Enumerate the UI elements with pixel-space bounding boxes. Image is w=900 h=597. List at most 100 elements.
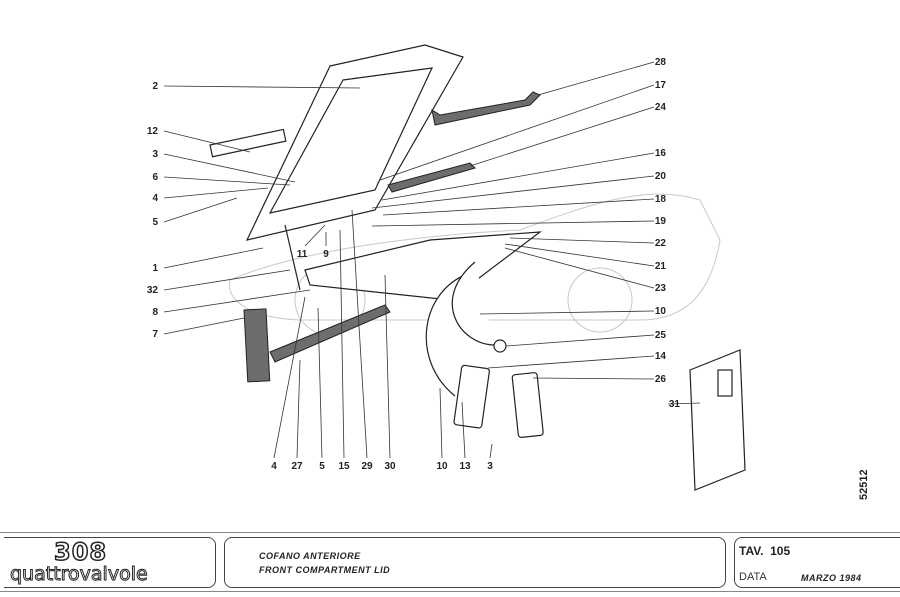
leader-line — [339, 229, 345, 459]
callout-11: 11 — [297, 249, 308, 260]
seal-28 — [431, 91, 541, 126]
callout-32: 32 — [147, 285, 159, 296]
foam-strip-27 — [269, 304, 391, 363]
callout-25: 25 — [655, 330, 667, 341]
leader-line — [439, 387, 443, 459]
callout-24: 24 — [655, 102, 667, 113]
front-lid-frame — [245, 44, 464, 241]
logo-block: 308 quattrovalvole — [4, 537, 216, 588]
leader-line — [163, 176, 291, 186]
callout-7: 7 — [152, 329, 158, 340]
leader-line — [461, 401, 466, 459]
leader-line — [469, 106, 655, 167]
cable-25 — [451, 261, 496, 346]
table-info-block: TAV. 105 DATA MARZO 1984 — [734, 537, 900, 588]
leader-line — [371, 175, 655, 209]
callout-3: 3 — [152, 149, 158, 160]
callout-20: 20 — [655, 171, 667, 182]
leader-line — [273, 296, 306, 459]
leader-line — [379, 84, 655, 181]
leader-line — [504, 247, 655, 289]
logo-name: quattrovalvole — [10, 563, 149, 586]
leader-line — [163, 85, 361, 89]
leader-line — [537, 61, 655, 96]
title-block: COFANO ANTERIORE FRONT COMPARTMENT LID — [224, 537, 726, 588]
leader-line — [505, 334, 655, 347]
callout-16: 16 — [655, 148, 667, 159]
cable-ring-25 — [493, 339, 507, 353]
leader-line — [381, 152, 655, 201]
gas-strut-32 — [284, 224, 301, 291]
callout-5: 5 — [152, 217, 158, 228]
title-english: FRONT COMPARTMENT LID — [259, 565, 391, 575]
parts-diagram: 2123645132872817241620181922212310251426… — [147, 44, 746, 491]
leader-line — [163, 289, 311, 313]
leader-line — [304, 224, 326, 247]
callout-4: 4 — [271, 461, 277, 472]
handle-26 — [511, 372, 544, 438]
seal-12 — [209, 128, 287, 158]
leader-line — [317, 307, 323, 459]
table-id: TAV. 105 — [739, 544, 790, 558]
foam-pad-7 — [243, 308, 271, 383]
callout-4: 4 — [152, 193, 158, 204]
table-number: 105 — [770, 544, 791, 558]
panel-31-slot — [717, 369, 733, 397]
leader-line — [504, 243, 655, 267]
leader-line — [667, 402, 701, 405]
callout-2: 2 — [152, 81, 158, 92]
callout-14: 14 — [655, 351, 667, 362]
leader-line — [351, 209, 368, 459]
leader-line — [163, 197, 238, 223]
leader-line — [163, 317, 245, 335]
divider — [0, 532, 900, 533]
document-number: 52512 — [858, 469, 870, 500]
callout-15: 15 — [338, 461, 350, 472]
callout-labels: 2123645132872817241620181922212310251426… — [147, 57, 701, 472]
logo-model: 308 — [53, 537, 108, 567]
table-label: TAV. — [739, 544, 764, 558]
callout-31: 31 — [669, 399, 681, 410]
callout-30: 30 — [384, 461, 396, 472]
leader-line — [479, 310, 655, 315]
callout-9: 9 — [323, 249, 329, 260]
date-label: DATA — [739, 571, 767, 583]
callout-29: 29 — [361, 461, 373, 472]
callout-10: 10 — [436, 461, 448, 472]
callout-13: 13 — [459, 461, 471, 472]
callout-10: 10 — [655, 306, 667, 317]
seal-24 — [387, 162, 476, 193]
callout-27: 27 — [291, 461, 303, 472]
callout-28: 28 — [655, 57, 667, 68]
leader-line — [163, 247, 264, 269]
divider — [0, 591, 900, 592]
callout-17: 17 — [655, 80, 667, 91]
leader-line — [509, 237, 655, 244]
leader-line — [532, 377, 655, 380]
leader-line — [163, 269, 291, 291]
callout-1: 1 — [152, 263, 158, 274]
leader-line — [384, 274, 391, 459]
leader-line — [371, 220, 655, 227]
date-value: MARZO 1984 — [801, 573, 862, 583]
leader-line — [489, 443, 493, 459]
handle-bezel-14 — [453, 364, 490, 429]
leader-line — [487, 355, 655, 369]
leader-line — [163, 130, 251, 153]
title-italian: COFANO ANTERIORE — [259, 551, 361, 561]
leader-line — [163, 187, 269, 199]
callout-8: 8 — [152, 307, 158, 318]
callout-23: 23 — [655, 283, 667, 294]
seal-channel — [304, 231, 542, 301]
callout-12: 12 — [147, 126, 159, 137]
callout-19: 19 — [655, 216, 667, 227]
leader-line — [296, 359, 301, 459]
callout-21: 21 — [655, 261, 667, 272]
callout-22: 22 — [655, 238, 667, 249]
leader-line — [163, 153, 296, 183]
callout-18: 18 — [655, 194, 667, 205]
callout-6: 6 — [152, 172, 158, 183]
callout-5: 5 — [319, 461, 325, 472]
callout-3: 3 — [487, 461, 493, 472]
leader-line — [382, 198, 655, 216]
